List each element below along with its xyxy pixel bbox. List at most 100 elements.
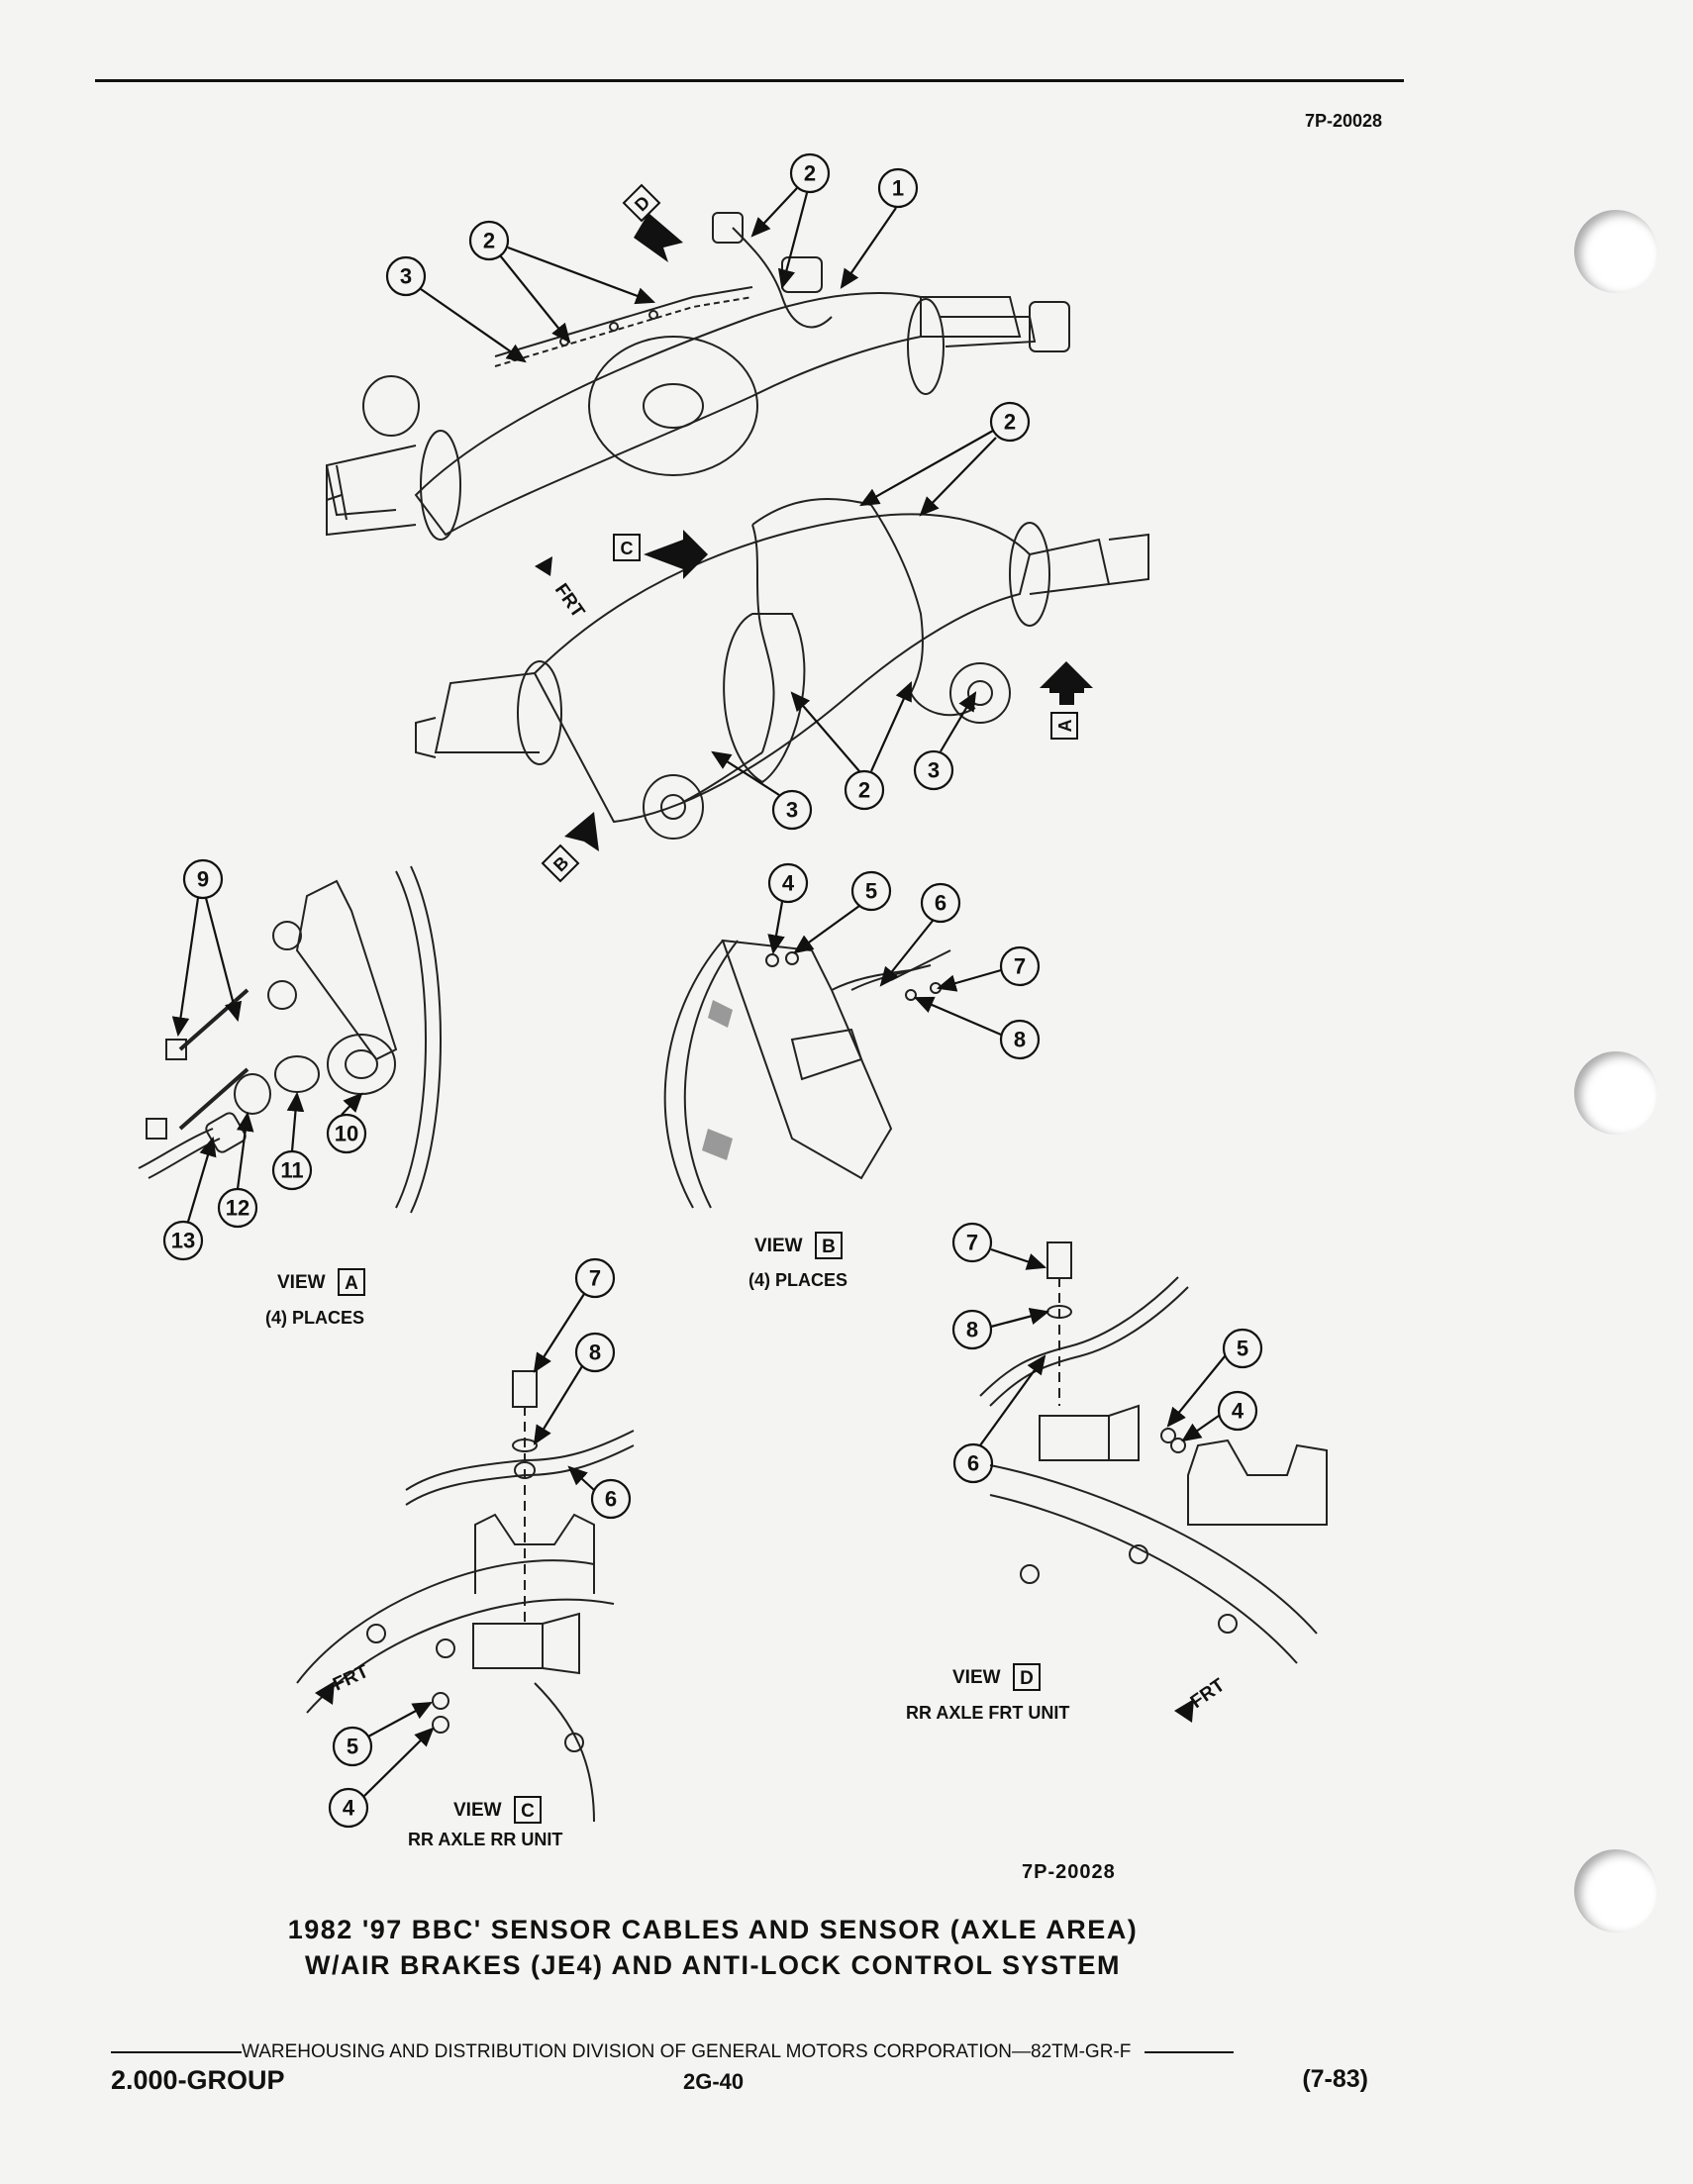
footer-division-line: WAREHOUSING AND DISTRIBUTION DIVISION OF… — [111, 2041, 1368, 2063]
callout-10 — [326, 1092, 367, 1154]
footer-dash-right — [1145, 2051, 1235, 2053]
callout-8-c — [533, 1332, 616, 1445]
view-c-drawing — [296, 1370, 635, 1823]
svg-text:6: 6 — [967, 1451, 979, 1476]
front-axle-drawing — [326, 212, 1070, 541]
svg-text:12: 12 — [226, 1196, 249, 1221]
binder-hole-bottom — [1574, 1849, 1657, 1933]
footer-division-text: WAREHOUSING AND DISTRIBUTION DIVISION OF… — [242, 2041, 1132, 2062]
callout-12 — [217, 1111, 258, 1229]
callout-2-top — [750, 152, 831, 290]
svg-text:3: 3 — [400, 264, 412, 289]
view-arrow-a: A — [1040, 661, 1093, 740]
svg-text:4: 4 — [1232, 1399, 1245, 1424]
view-d-label: VIEW D RR AXLE FRT UNIT — [906, 1663, 1069, 1723]
svg-text:11: 11 — [280, 1158, 303, 1183]
callout-2-bottom — [790, 680, 913, 811]
svg-text:5: 5 — [865, 879, 877, 904]
callout-2-left — [468, 220, 656, 344]
callout-13 — [162, 1136, 217, 1261]
caption-line-2: W/AIR BRAKES (JE4) AND ANTI-LOCK CONTROL… — [304, 1950, 1121, 1980]
callout-3-bottom-left — [711, 750, 813, 831]
svg-text:FRT: FRT — [550, 580, 589, 623]
callout-3-top — [385, 255, 527, 363]
svg-text:4: 4 — [782, 871, 795, 896]
callout-6-c — [567, 1465, 632, 1520]
binder-hole-top — [1574, 210, 1657, 293]
svg-text:2: 2 — [858, 778, 870, 803]
callout-9 — [171, 858, 243, 1038]
svg-text:1: 1 — [892, 176, 904, 201]
view-b-label: VIEW B (4) PLACES — [748, 1232, 847, 1290]
svg-text:2: 2 — [1004, 410, 1016, 435]
view-b-drawing — [663, 939, 951, 1209]
svg-text:D: D — [1020, 1668, 1034, 1689]
svg-text:8: 8 — [1014, 1028, 1026, 1052]
svg-text:(4) PLACES: (4) PLACES — [265, 1308, 364, 1328]
svg-text:FRT: FRT — [330, 1661, 372, 1696]
frt-indicator-view-d: FRT — [1174, 1674, 1229, 1723]
svg-text:A: A — [1055, 720, 1075, 733]
view-arrow-b: B — [541, 812, 599, 883]
callout-7-c — [533, 1257, 616, 1373]
rear-axle-drawing — [415, 498, 1149, 840]
svg-text:RR AXLE RR UNIT: RR AXLE RR UNIT — [408, 1830, 562, 1849]
caption-line-1: 1982 '97 BBC' SENSOR CABLES AND SENSOR (… — [287, 1915, 1139, 1944]
footer-group: 2.000-GROUP — [111, 2065, 285, 2095]
svg-text:6: 6 — [605, 1487, 617, 1512]
callout-8-b — [913, 996, 1041, 1060]
svg-text:4: 4 — [343, 1796, 355, 1821]
callout-4-b — [767, 862, 809, 955]
svg-text:7: 7 — [1014, 954, 1026, 979]
figure-id-bottom: 7P-20028 — [1022, 1861, 1116, 1883]
svg-text:9: 9 — [197, 867, 209, 892]
callout-5-c — [332, 1701, 433, 1767]
svg-text:6: 6 — [935, 891, 946, 916]
footer-date: (7-83) — [1302, 2065, 1368, 2093]
callout-4-c — [328, 1727, 435, 1829]
svg-text:2: 2 — [483, 229, 495, 253]
callouts — [162, 152, 1263, 1829]
svg-text:VIEW: VIEW — [453, 1800, 502, 1821]
svg-text:B: B — [822, 1237, 836, 1257]
svg-text:(4) PLACES: (4) PLACES — [748, 1270, 847, 1290]
footer-page-number: 2G-40 — [683, 2069, 745, 2094]
svg-text:8: 8 — [966, 1318, 978, 1342]
view-d-drawing — [979, 1241, 1328, 1664]
callout-3-bottom-right — [913, 691, 977, 791]
callout-5-b — [793, 870, 892, 954]
svg-text:3: 3 — [786, 798, 798, 823]
svg-text:8: 8 — [589, 1340, 601, 1365]
frt-indicator-main: FRT — [535, 556, 589, 622]
top-rule — [95, 79, 1404, 82]
svg-text:7: 7 — [589, 1266, 601, 1291]
svg-text:VIEW: VIEW — [754, 1236, 803, 1256]
svg-text:C: C — [621, 539, 634, 558]
binder-hole-middle — [1574, 1051, 1657, 1135]
svg-text:RR AXLE FRT UNIT: RR AXLE FRT UNIT — [906, 1703, 1069, 1723]
svg-text:2: 2 — [804, 161, 816, 186]
svg-text:VIEW: VIEW — [952, 1667, 1001, 1688]
callout-6-b — [879, 882, 961, 987]
callout-7-d — [951, 1222, 1047, 1270]
callout-5-d — [1166, 1328, 1263, 1428]
svg-text:C: C — [521, 1801, 535, 1822]
svg-text:13: 13 — [171, 1229, 195, 1253]
svg-text:3: 3 — [928, 758, 940, 783]
callout-2-right — [859, 401, 1031, 517]
frt-indicator-view-c: FRT — [315, 1661, 372, 1705]
callout-numbers: 1 2 2 3 2 2 3 3 9 10 11 12 13 4 5 6 7 8 … — [171, 161, 1248, 1821]
callout-6-d — [952, 1354, 1046, 1484]
view-a-label: VIEW A (4) PLACES — [265, 1268, 365, 1328]
svg-text:5: 5 — [347, 1735, 358, 1759]
callout-7-b — [936, 945, 1041, 992]
callout-8-d — [951, 1307, 1050, 1350]
svg-text:10: 10 — [335, 1122, 358, 1146]
callout-11 — [271, 1091, 313, 1191]
footer-dash-left — [111, 2051, 242, 2053]
view-arrow-c: C — [613, 530, 708, 579]
svg-text:VIEW: VIEW — [277, 1272, 326, 1293]
svg-text:5: 5 — [1237, 1337, 1248, 1361]
callout-1 — [840, 167, 919, 289]
